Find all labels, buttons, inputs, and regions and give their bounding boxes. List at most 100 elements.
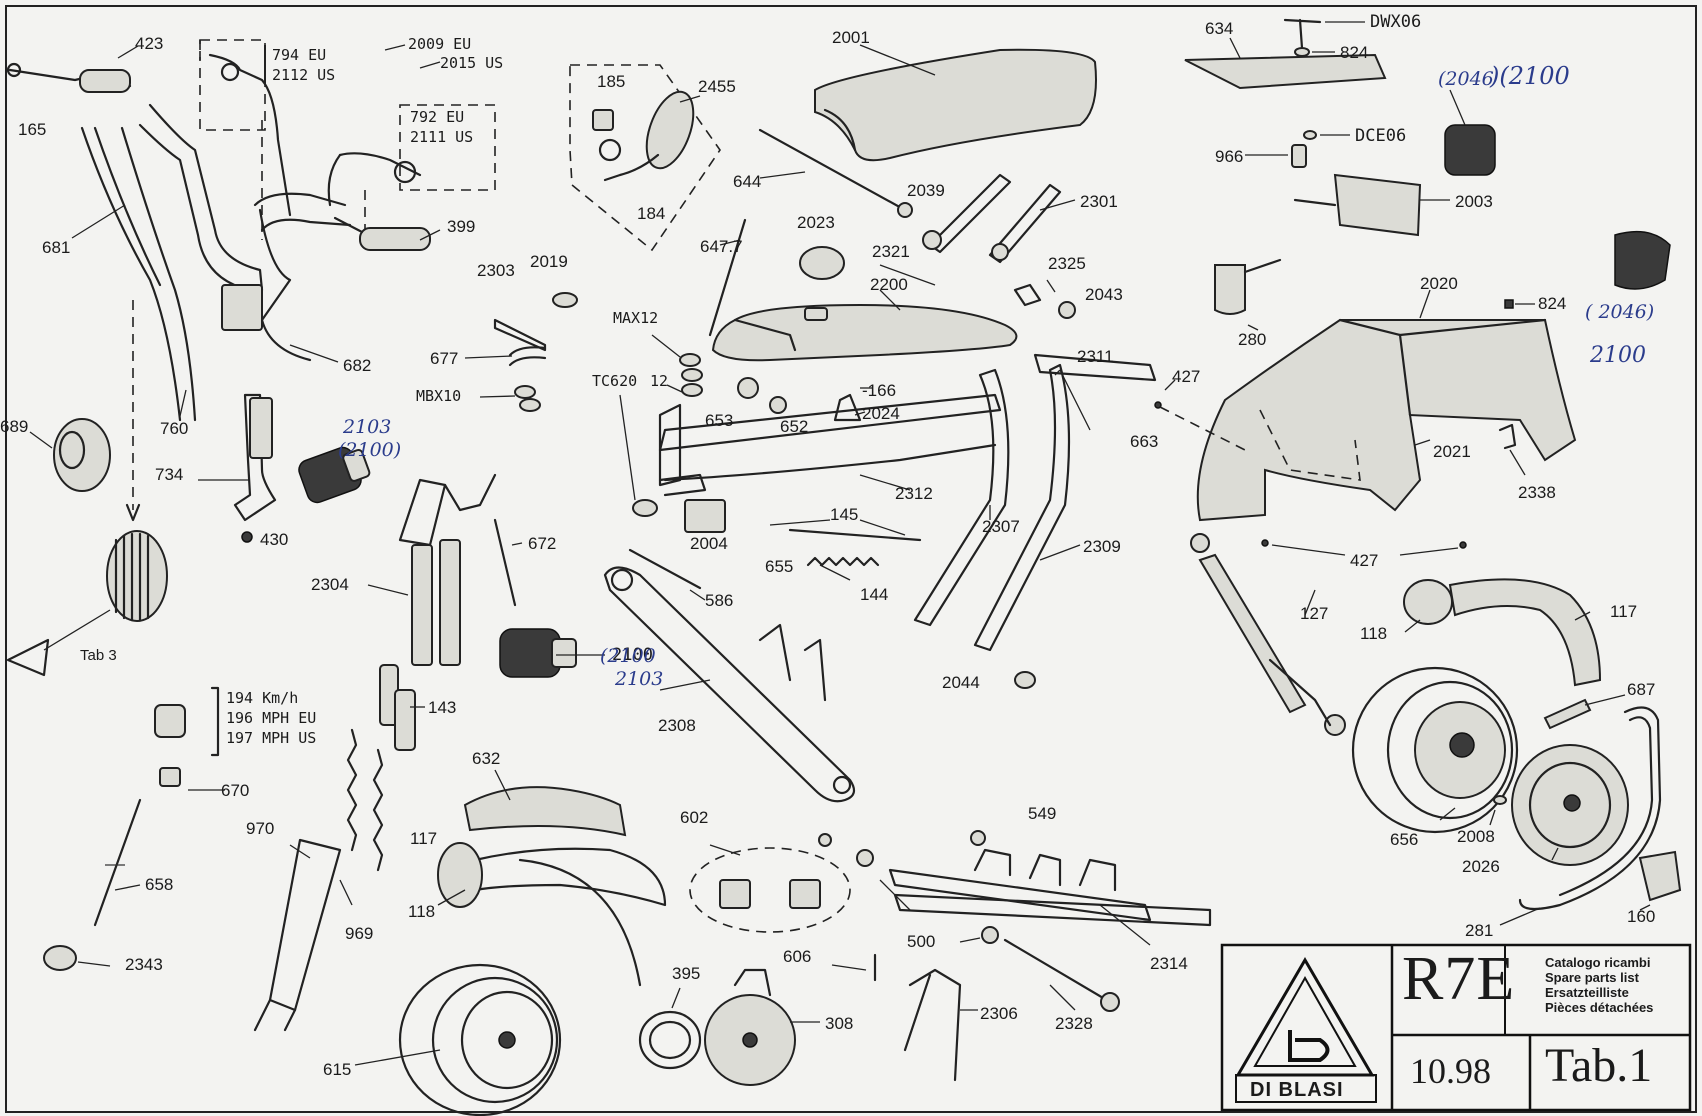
handwritten-note: (2100) [338,439,402,461]
callout: 427 [1172,367,1201,386]
front-wheel-group [354,769,820,1116]
note-line: 194 Km/h [226,689,299,707]
callout: 655 [765,557,794,576]
callout: 184 [637,204,666,223]
callout: 970 [246,819,275,838]
callout: 656 [1390,830,1419,849]
callout: 824 [1340,43,1369,62]
callout: 2455 [698,77,736,96]
swingarm-group [603,548,1212,1082]
bodywork-group [1154,18,1682,926]
callout: TC620 [592,372,638,390]
note-line: 2111 US [410,128,474,146]
callout: 2311 [1077,347,1114,366]
callout: 427 [1350,551,1379,570]
callout: 2015 US [440,54,504,72]
callout: 677 [430,349,459,368]
callout: 127 [1300,604,1329,623]
callout: 2020 [1420,274,1458,293]
callout: 966 [1215,147,1244,166]
callout: 632 [472,749,501,768]
handwritten-note: )(2100 [1490,62,1570,90]
callout: 143 [428,698,457,717]
callout: 423 [135,34,164,53]
callout: 2001 [832,28,870,47]
callout: 606 [783,947,812,966]
callout: 145 [830,505,859,524]
callout: 117 [410,829,438,848]
handwritten-note: 2103 [343,416,392,438]
catalog-title-lines: Catalogo ricambi Spare parts list Ersatz… [1545,955,1653,1015]
callout: 118 [1360,624,1388,643]
callout: 2325 [1048,254,1086,273]
callout: 653 [705,411,734,430]
catalog-line: Pièces détachées [1545,1000,1654,1015]
callout: 12 [650,372,669,390]
issue-date: 10.98 [1410,1051,1491,1091]
callout: 2009 EU [408,35,472,53]
speedo-group [43,686,225,971]
callout: 969 [345,924,374,943]
catalog-line: Ersatzteilliste [1545,985,1629,1000]
callout: 681 [42,238,71,257]
callout: 308 [825,1014,854,1033]
callout: 185 [597,72,626,91]
speedo-code-note: 194 Km/h 196 MPH EU 197 MPH US [220,688,316,748]
callout: 615 [323,1060,352,1079]
catalog-line: Catalogo ricambi [1545,955,1651,970]
callout: 2004 [690,534,728,553]
callout: 2343 [125,955,163,974]
callout: 160 [1627,907,1656,926]
table-number: Tab.1 [1545,1039,1653,1092]
callout: MAX12 [613,309,659,327]
frame-group [658,173,1157,689]
mirror-group [569,64,721,252]
callout: 2309 [1083,537,1121,556]
callout: MBX10 [416,387,462,405]
callout: 2312 [895,484,933,503]
fork-group [198,292,605,1032]
callout: 2023 [797,213,835,232]
callout: 2328 [1055,1014,1093,1033]
callout: 144 [860,585,889,604]
note-line: 197 MPH US [226,729,317,747]
callout: DCE06 [1355,126,1407,146]
model-code: R7E [1402,945,1516,1013]
callout: 663 [1130,432,1159,451]
callout: 2303 [477,261,515,280]
callout: 2200 [870,275,908,294]
callout: 117 [1610,602,1638,621]
callout: 644 [733,172,762,191]
callout: 281 [1465,921,1494,940]
callout: 118 [408,902,436,921]
callout: 602 [680,808,709,827]
handwritten-note: (2100 [600,645,656,667]
callout: 395 [672,964,701,983]
callout: 652 [780,417,809,436]
handlebar-group [6,39,496,677]
catalog-line: Spare parts list [1545,970,1639,985]
callout: 2019 [530,252,568,271]
callout: 2100 [612,645,653,665]
callout: 586 [705,591,734,610]
callout: 399 [447,217,476,236]
callout: 670 [221,781,250,800]
callout: 658 [145,875,174,894]
callout: 2008 [1457,827,1495,846]
callout: 2044 [942,673,980,692]
callout: 687 [1627,680,1656,699]
note-line: 792 EU [410,108,465,126]
handwritten-note: 2100 [1590,343,1646,368]
tab-reference: Tab 3 [80,647,117,664]
callout: 500 [907,932,936,951]
callout: 2024 [862,404,900,423]
callout: -166 [862,381,897,400]
callout: 549 [1028,804,1057,823]
sheet-border [5,5,1697,1113]
callout: 689 [0,417,29,436]
note-line: 2112 US [272,66,336,84]
throttle-code-note: 792 EU 2111 US [404,107,473,147]
callout: 2304 [311,575,349,594]
